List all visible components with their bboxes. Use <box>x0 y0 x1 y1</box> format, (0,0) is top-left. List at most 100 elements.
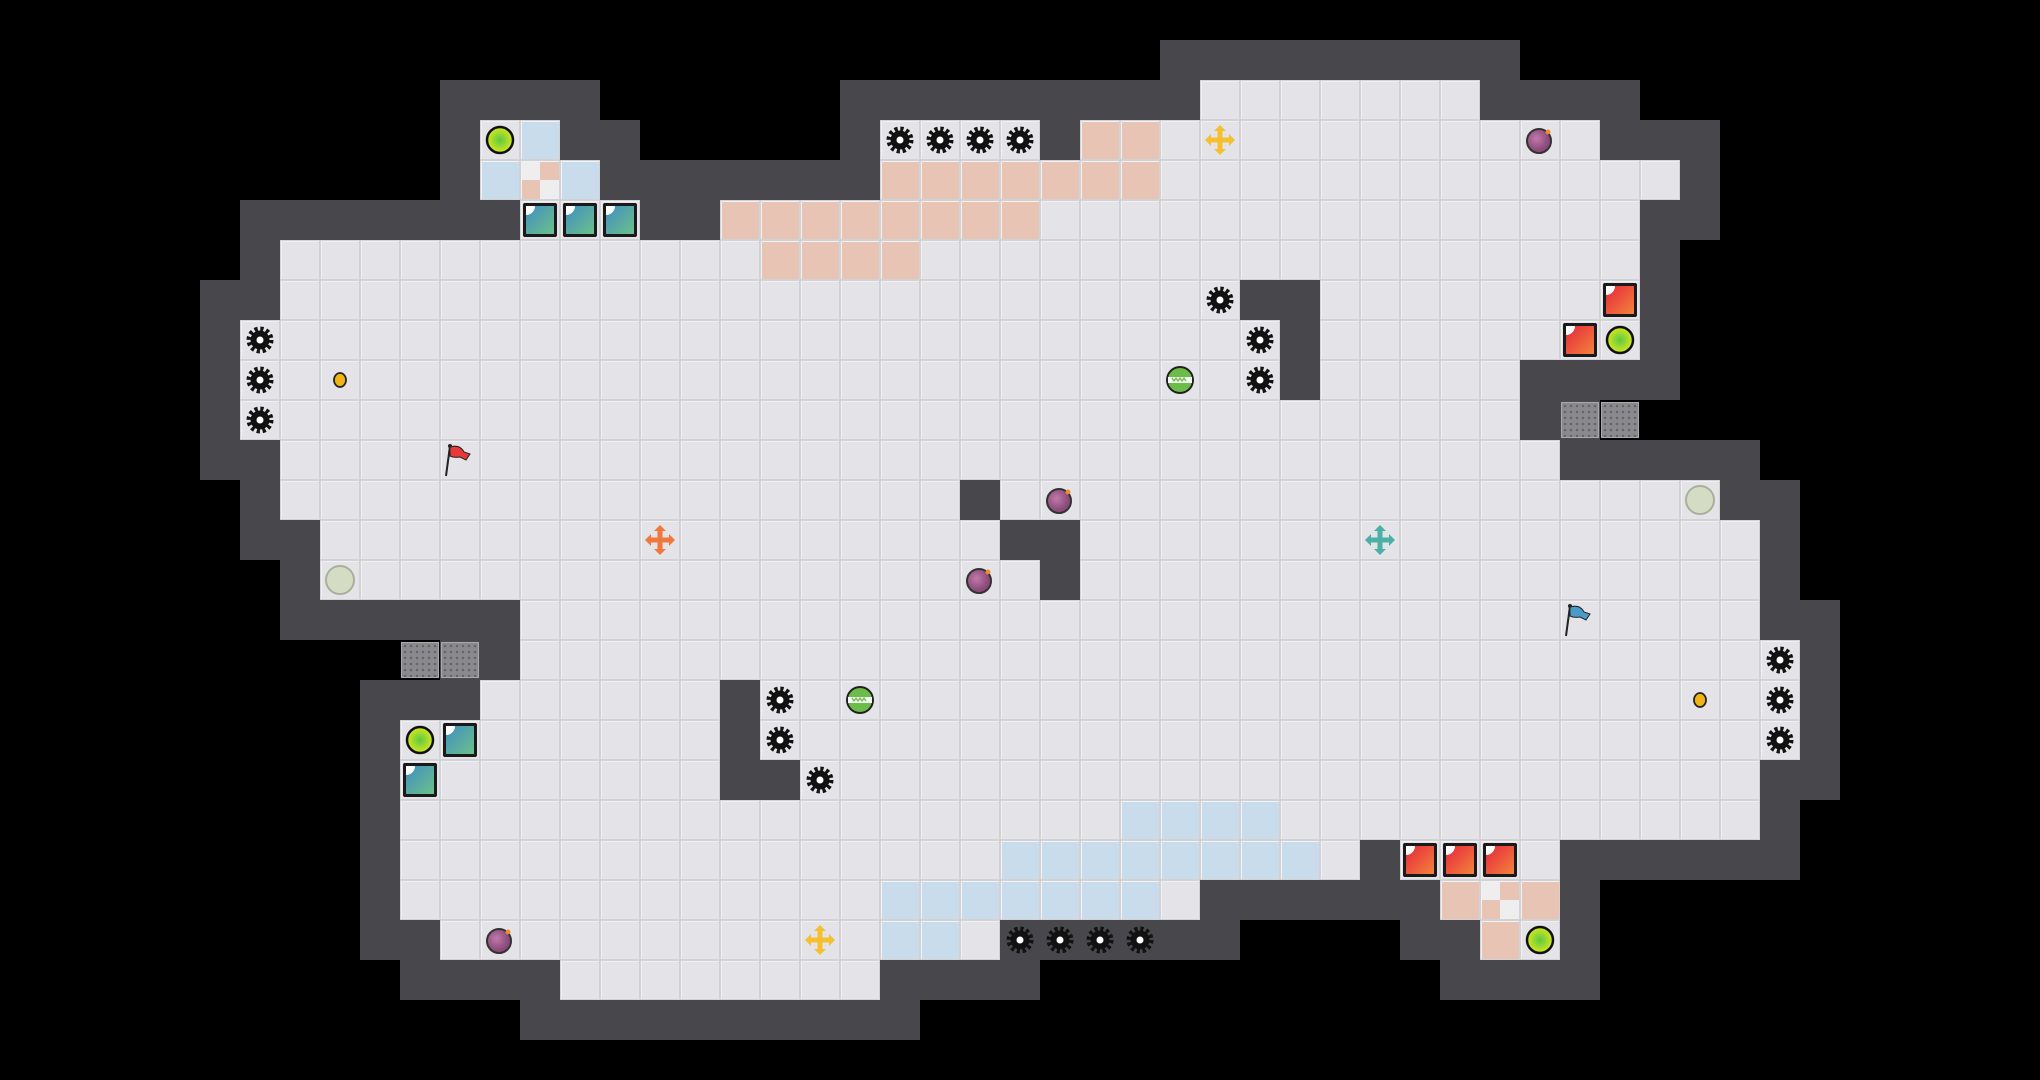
blue-zone-tile <box>880 880 920 920</box>
floor-tile <box>680 800 720 840</box>
gear-hazard <box>240 360 280 400</box>
wall-tile <box>400 960 440 1000</box>
floor-tile <box>1280 720 1320 760</box>
floor-tile <box>760 920 800 960</box>
floor-tile <box>320 320 360 360</box>
teal-block[interactable] <box>440 720 480 760</box>
teal-block[interactable] <box>600 200 640 240</box>
floor-tile <box>1400 320 1440 360</box>
floor-tile <box>360 480 400 520</box>
floor-tile <box>1040 280 1080 320</box>
floor-tile <box>1400 160 1440 200</box>
floor-tile <box>1040 200 1080 240</box>
wall-tile <box>1200 40 1240 80</box>
wall-tile <box>240 440 280 480</box>
floor-tile <box>800 360 840 400</box>
floor-tile <box>600 960 640 1000</box>
wall-tile <box>1800 680 1840 720</box>
floor-tile <box>520 520 560 560</box>
floor-tile <box>480 760 520 800</box>
floor-tile <box>1360 320 1400 360</box>
floor-tile <box>1080 360 1120 400</box>
floor-tile <box>1360 480 1400 520</box>
floor-tile <box>920 520 960 560</box>
floor-tile <box>520 360 560 400</box>
floor-tile <box>440 480 480 520</box>
floor-tile <box>680 840 720 880</box>
floor-tile <box>1000 560 1040 600</box>
floor-tile <box>1120 200 1160 240</box>
red-block[interactable] <box>1600 280 1640 320</box>
floor-tile <box>1160 560 1200 600</box>
blue-zone-tile <box>880 920 920 960</box>
red-block[interactable] <box>1440 840 1480 880</box>
floor-tile <box>1480 440 1520 480</box>
wall-tile <box>1240 40 1280 80</box>
floor-tile <box>400 400 440 440</box>
floor-tile <box>1120 400 1160 440</box>
floor-tile <box>1080 480 1120 520</box>
floor-tile <box>400 840 440 880</box>
red-block[interactable] <box>1560 320 1600 360</box>
blue-zone-tile <box>560 160 600 200</box>
wall-tile <box>1760 480 1800 520</box>
wall-tile <box>1320 40 1360 80</box>
pink-zone-tile <box>1520 880 1560 920</box>
wall-tile <box>1400 920 1440 960</box>
wall-tile <box>1640 200 1680 240</box>
gear-hazard <box>760 720 800 760</box>
teal-block-icon <box>443 723 477 757</box>
wall-tile <box>1640 360 1680 400</box>
red-block[interactable] <box>1480 840 1520 880</box>
floor-tile <box>1520 800 1560 840</box>
floor-tile <box>480 360 520 400</box>
gear-hazard-icon <box>1246 326 1274 354</box>
floor-tile <box>1480 640 1520 680</box>
floor-tile <box>800 400 840 440</box>
floor-tile <box>960 800 1000 840</box>
floor-tile <box>400 240 440 280</box>
wall-tile <box>1560 960 1600 1000</box>
floor-tile <box>480 880 520 920</box>
floor-tile <box>1160 640 1200 680</box>
wall-tile <box>280 600 320 640</box>
floor-tile <box>520 800 560 840</box>
teal-block[interactable] <box>400 760 440 800</box>
floor-tile <box>600 280 640 320</box>
floor-tile <box>1200 640 1240 680</box>
floor-tile <box>1120 440 1160 480</box>
blue-zone-tile <box>920 920 960 960</box>
red-block[interactable] <box>1400 840 1440 880</box>
checker-tile <box>1480 880 1520 920</box>
pink-zone-tile <box>1120 120 1160 160</box>
wall-tile <box>480 600 520 640</box>
teal-block[interactable] <box>520 200 560 240</box>
floor-tile <box>680 680 720 720</box>
pink-zone-tile <box>1440 880 1480 920</box>
gear-hazard <box>1240 360 1280 400</box>
floor-tile <box>1160 600 1200 640</box>
pink-zone-tile <box>880 200 920 240</box>
floor-tile <box>1360 200 1400 240</box>
floor-tile <box>1480 280 1520 320</box>
gear-hazard-icon <box>806 766 834 794</box>
floor-tile <box>1000 680 1040 720</box>
floor-tile <box>480 400 520 440</box>
wall-tile <box>960 480 1000 520</box>
floor-tile <box>280 360 320 400</box>
floor-tile <box>400 440 440 480</box>
wall-tile <box>1280 40 1320 80</box>
floor-tile <box>760 480 800 520</box>
floor-tile <box>1240 560 1280 600</box>
teal-block[interactable] <box>560 200 600 240</box>
gear-hazard <box>760 680 800 720</box>
gear-hazard-icon <box>1766 686 1794 714</box>
floor-tile <box>800 640 840 680</box>
floor-tile <box>1080 280 1120 320</box>
gear-hazard <box>1040 920 1080 960</box>
floor-tile <box>520 400 560 440</box>
floor-tile <box>1000 320 1040 360</box>
grate <box>400 640 440 680</box>
floor-tile <box>1400 120 1440 160</box>
